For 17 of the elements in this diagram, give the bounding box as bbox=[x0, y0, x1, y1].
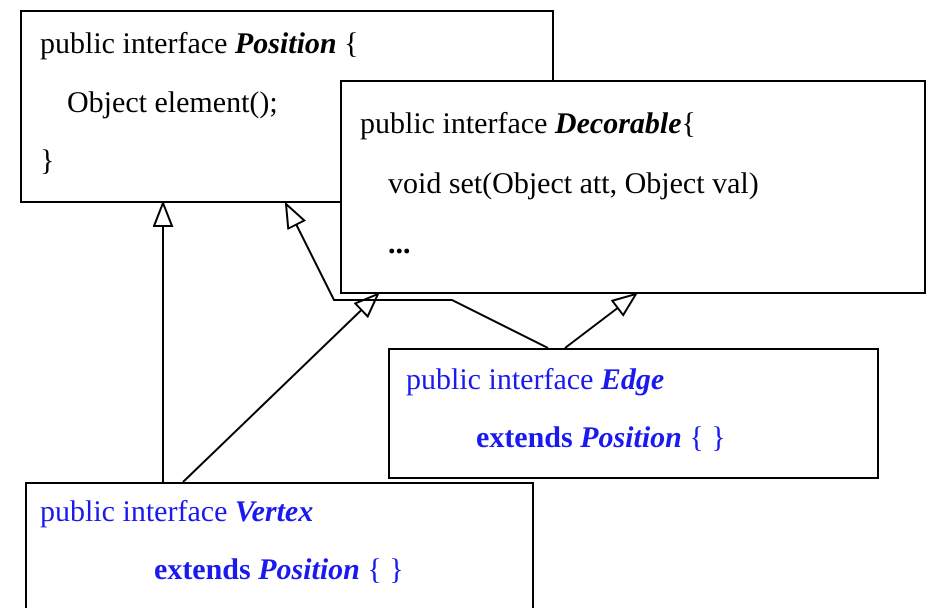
code-line: void set(Object att, Object val) bbox=[388, 166, 759, 202]
code-line: ... bbox=[388, 226, 410, 262]
code-line: public interface Decorable{ bbox=[360, 106, 696, 142]
code-line: Object element(); bbox=[67, 85, 278, 121]
code-line: } bbox=[40, 143, 54, 179]
generalization-arrow bbox=[564, 293, 637, 349]
interface-box bbox=[25, 482, 534, 608]
code-line: extends Position { } bbox=[476, 420, 726, 456]
generalization-arrow bbox=[153, 202, 173, 482]
code-line: public interface Vertex bbox=[40, 494, 314, 530]
code-line: public interface Position { bbox=[40, 26, 359, 62]
code-line: public interface Edge bbox=[406, 362, 664, 398]
interface-box bbox=[340, 80, 926, 294]
code-line: extends Position { } bbox=[154, 552, 404, 588]
interface-box bbox=[388, 348, 879, 479]
generalization-arrow bbox=[182, 293, 379, 483]
generalization-arrow bbox=[285, 203, 548, 349]
